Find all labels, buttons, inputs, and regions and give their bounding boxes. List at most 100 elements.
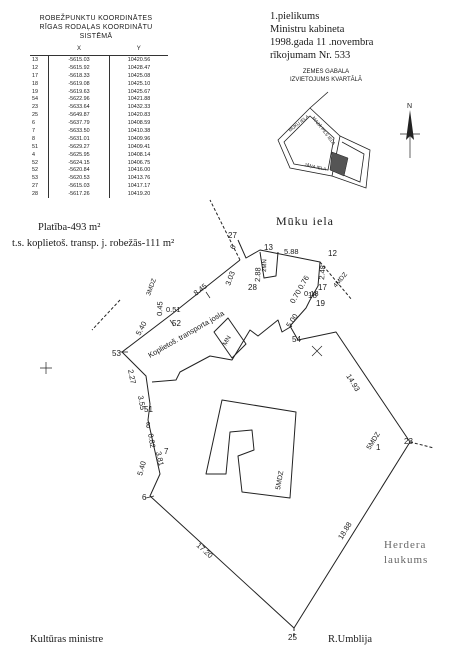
coord-cell-y: 10413.76 <box>109 174 168 183</box>
coord-cell-x: -5633.50 <box>48 127 110 135</box>
location-title-line2: IZVIETOJUMS KVARTĀLĀ <box>290 77 363 83</box>
coord-cell-pt: 12 <box>32 64 38 71</box>
dim-3-03: 3.03 <box>223 270 236 287</box>
location-title-line1: ZEMES GABALA <box>302 69 350 75</box>
dim-14-93: 14.93 <box>344 372 362 393</box>
coord-cell-x: -5624.15 <box>48 158 110 167</box>
dim-5-00: 5.00 <box>284 312 300 329</box>
dim-0-51: 0.51 <box>166 305 181 314</box>
point-6: 6 <box>142 493 147 502</box>
coord-cell-x: -5615.03 <box>48 182 110 191</box>
dim-8-45: 8.45 <box>192 281 209 297</box>
coord-cell-y: 10416.00 <box>109 166 168 175</box>
herdera-line1: Herdera <box>384 539 427 551</box>
coord-cell-y: 10417.17 <box>109 182 168 191</box>
coord-cell-x: -5619.08 <box>48 79 110 88</box>
coord-cell-x: -5629.27 <box>48 142 110 151</box>
dim-5-40: 5.40 <box>134 320 149 337</box>
coord-cell-pt: 7 <box>32 127 35 134</box>
signature-right: R.Umblija <box>328 634 373 645</box>
coord-table-title: ROBEŽPUNKTU KOORDINĀTES RĪGAS RODAĻAS KO… <box>36 14 156 41</box>
dim-2-48: 2.48 <box>317 265 327 280</box>
herdera-square-label: Herdera laukums <box>384 538 428 568</box>
coord-cell-pt: 6 <box>32 120 35 127</box>
annex-line2: Ministru kabineta <box>270 24 345 35</box>
coord-cell-pt: 25 <box>32 112 38 119</box>
coord-cell-pt: 13 <box>32 56 38 63</box>
building-2mn <box>259 251 279 279</box>
coord-cell-x: -5625.95 <box>48 150 110 159</box>
coord-cell-x: -5618.33 <box>48 71 110 80</box>
coord-cell-pt: 8 <box>32 135 35 142</box>
north-arrow-icon: N <box>400 103 420 158</box>
coord-cell-y: 10406.75 <box>109 158 168 167</box>
col-x-header: X <box>48 42 110 56</box>
dim-0-45: 0.45 <box>155 301 165 316</box>
coord-cell-y: 10425.67 <box>109 87 168 96</box>
point-52: 52 <box>172 319 181 328</box>
coord-cell-x: -5615.03 <box>48 55 110 64</box>
coord-cell-x: -5615.92 <box>48 63 110 72</box>
coord-cell-x: -5617.26 <box>48 190 110 199</box>
point-53: 53 <box>112 349 121 358</box>
dim-6: 6 <box>228 243 238 251</box>
coord-cell-x: -5620.84 <box>48 166 110 175</box>
loc-street-3: JĀŅA IELA <box>304 161 327 171</box>
dim-3-81: 3.81 <box>154 451 166 467</box>
coord-cell-x: -5622.96 <box>48 95 110 104</box>
building-5mdz <box>205 399 297 499</box>
point-51: 51 <box>144 405 153 414</box>
coord-cell-x: -5633.64 <box>48 103 110 112</box>
coord-cell-x: -5649.87 <box>48 111 110 120</box>
point-19: 19 <box>316 299 325 308</box>
point-18: 18 <box>308 291 317 300</box>
dim-3-55: 3.55 <box>136 395 147 411</box>
area-line1: Platība-493 m² <box>38 222 101 233</box>
point-1: 1 <box>376 443 381 452</box>
area-line2: t.s. koplietoš. transp. j. robežās-111 m… <box>12 238 175 249</box>
location-map-title: ZEMES GABALA IZVIETOJUMS KVARTĀLĀ <box>290 68 362 84</box>
parcel-highlight <box>329 151 349 177</box>
coord-cell-y: 10420.83 <box>109 111 168 120</box>
coord-cell-pt: 52 <box>32 159 38 166</box>
annex-line1: 1.pielikums <box>270 11 320 22</box>
dim-17-20: 17.20 <box>195 541 215 560</box>
coord-cell-x: -5620.53 <box>48 174 110 183</box>
building-2mn-label: 2MN <box>262 259 268 272</box>
coord-cell-y: 10428.47 <box>109 63 168 72</box>
north-label: N <box>407 103 412 110</box>
signature-left: Kultūras ministre <box>30 634 104 645</box>
coord-cell-y: 10410.38 <box>109 127 168 135</box>
coord-cell-pt: 4 <box>32 151 35 158</box>
coord-cell-y: 10408.59 <box>109 119 168 128</box>
point-25: 25 <box>288 633 297 642</box>
point-23: 23 <box>404 437 413 446</box>
coord-title-line2: RĪGAS RODAĻAS KOORDINĀTU SISTĒMĀ <box>39 24 153 40</box>
point-7: 7 <box>164 447 169 456</box>
coord-cell-y: 10420.56 <box>109 55 168 64</box>
transport-lane-line <box>151 319 293 383</box>
col-y-header: Y <box>109 42 168 56</box>
point-17: 17 <box>318 283 327 292</box>
annex-header: 1.pielikums Ministru kabineta 1998.gada … <box>270 10 373 62</box>
point-27: 27 <box>228 231 237 240</box>
coord-cell-y: 10419.20 <box>109 190 168 199</box>
coord-cell-pt: 28 <box>32 191 38 198</box>
point-13: 13 <box>264 243 273 252</box>
dim-5-40b: 5.40 <box>135 460 148 477</box>
